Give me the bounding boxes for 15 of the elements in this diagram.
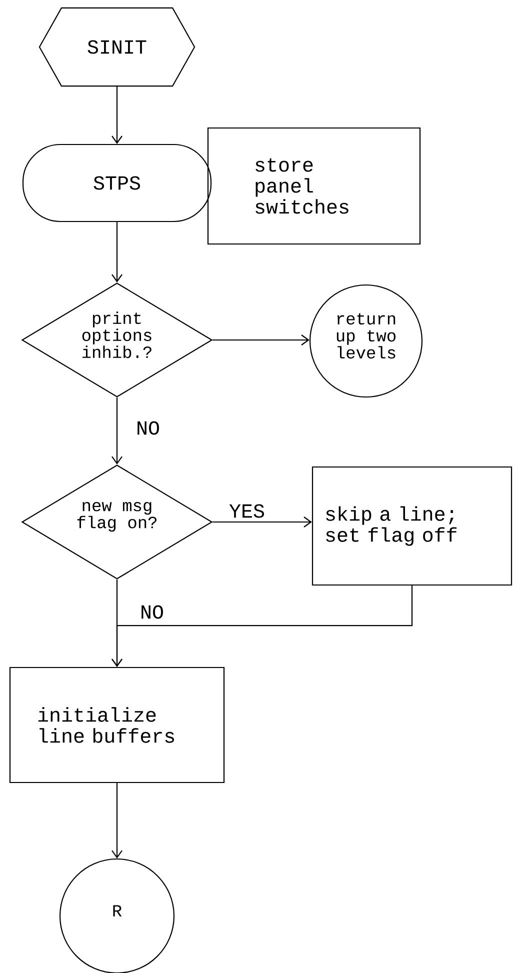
edge-label: NO bbox=[135, 420, 161, 436]
arrow bbox=[212, 334, 310, 346]
arrow bbox=[212, 516, 312, 528]
edge-label: YES bbox=[228, 503, 266, 519]
arrow bbox=[112, 398, 122, 464]
edge-label: NO bbox=[139, 604, 165, 620]
arrow bbox=[112, 783, 122, 858]
terminal-hexagon: SINIT bbox=[38, 7, 196, 87]
comment-box: store panel switches bbox=[207, 127, 421, 245]
terminal-stadium: STPS bbox=[22, 144, 212, 222]
arrow bbox=[112, 586, 413, 667]
arrow bbox=[112, 222, 122, 282]
arrow bbox=[112, 86, 122, 144]
process-box: skip a line; set flag off bbox=[312, 466, 512, 586]
process-box: initialize line buffers bbox=[9, 666, 225, 784]
